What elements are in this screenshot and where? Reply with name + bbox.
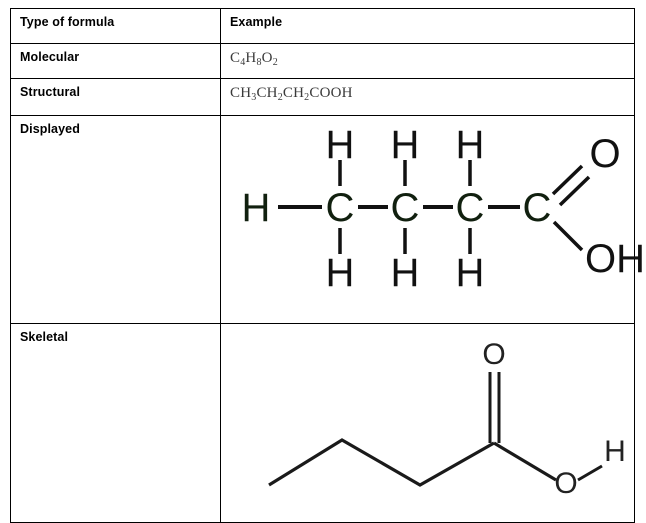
atom-h-bottom-1: H bbox=[326, 251, 355, 295]
molecular-part-h: H bbox=[245, 50, 257, 66]
cell-example-structural: CH3CH2CH2COOH bbox=[220, 78, 635, 116]
cell-example-skeletal: O O H bbox=[220, 323, 635, 523]
molecular-part-o: O bbox=[261, 50, 273, 66]
atom-c1: C bbox=[326, 186, 355, 230]
page-root: Type of formula Example Molecular C4H8O2… bbox=[10, 8, 642, 523]
skeletal-atom-o-carbonyl: O bbox=[482, 338, 505, 371]
molecular-count-h: 8 bbox=[256, 57, 262, 68]
skeletal-atom-h: H bbox=[604, 435, 626, 468]
table-row-structural: Structural CH3CH2CH2COOH bbox=[10, 78, 635, 116]
cell-example-molecular: C4H8O2 bbox=[220, 43, 635, 79]
carbonyl-bond-line-1 bbox=[551, 164, 584, 196]
skeletal-carbon-chain bbox=[268, 438, 495, 487]
cell-type-structural: Structural bbox=[10, 78, 221, 116]
header-cell-type: Type of formula bbox=[10, 8, 221, 44]
row-label-skeletal: Skeletal bbox=[20, 330, 69, 344]
structural-formula-text: CH3CH2CH2COOH bbox=[230, 85, 626, 103]
cell-type-displayed: Displayed bbox=[10, 115, 221, 324]
skeletal-formula-diagram: O O H bbox=[268, 338, 626, 500]
atom-h-top-1: H bbox=[326, 123, 355, 167]
molecular-part-c: C bbox=[230, 50, 241, 66]
molecular-count-c: 4 bbox=[240, 57, 246, 68]
cell-example-displayed: H C C C C H H H H H H O bbox=[220, 115, 642, 324]
displayed-atom-labels: H C C C C H H H H H H O bbox=[242, 123, 642, 295]
carbonyl-bond-line-2 bbox=[558, 175, 591, 207]
atom-h-left: H bbox=[242, 186, 271, 230]
row-label-structural: Structural bbox=[20, 85, 81, 99]
atom-h-bottom-2: H bbox=[391, 251, 420, 295]
structural-group-2: CH bbox=[256, 85, 278, 101]
structural-group-1: CH bbox=[230, 85, 252, 101]
atom-h-top-2: H bbox=[391, 123, 420, 167]
structural-group-4: COOH bbox=[309, 85, 353, 101]
header-label-example: Example bbox=[230, 15, 283, 29]
cell-type-skeletal: Skeletal bbox=[10, 323, 221, 523]
molecular-formula-text: C4H8O2 bbox=[230, 50, 626, 68]
formula-table: Type of formula Example Molecular C4H8O2… bbox=[10, 8, 642, 523]
atom-c4: C bbox=[523, 186, 552, 230]
group-oh: OH bbox=[585, 237, 642, 281]
atom-o-carbonyl: O bbox=[589, 132, 620, 176]
structural-count-3: 2 bbox=[304, 92, 310, 103]
skeletal-c-to-o-bond bbox=[493, 441, 557, 482]
carbonyl-double-bond bbox=[551, 164, 591, 207]
atom-h-top-3: H bbox=[456, 123, 485, 167]
table-row-molecular: Molecular C4H8O2 bbox=[10, 43, 635, 79]
row-label-displayed: Displayed bbox=[20, 122, 80, 136]
hydroxyl-single-bond bbox=[552, 220, 584, 252]
cell-type-molecular: Molecular bbox=[10, 43, 221, 79]
atom-c2: C bbox=[391, 186, 420, 230]
skeletal-atom-o-hydroxyl: O bbox=[554, 467, 577, 500]
molecular-count-o: 2 bbox=[272, 57, 278, 68]
structural-count-1: 3 bbox=[251, 92, 257, 103]
atom-c3: C bbox=[456, 186, 485, 230]
skeletal-o-to-h-bond bbox=[577, 464, 603, 482]
row-label-molecular: Molecular bbox=[20, 50, 80, 64]
skeletal-carbonyl-double-bond bbox=[488, 372, 501, 443]
atom-h-bottom-3: H bbox=[456, 251, 485, 295]
table-row-skeletal: Skeletal bbox=[10, 323, 635, 523]
displayed-hydrogen-bonds bbox=[338, 160, 472, 254]
header-cell-example: Example bbox=[220, 8, 635, 44]
table-row-displayed: Displayed bbox=[10, 115, 642, 324]
structural-count-2: 2 bbox=[277, 92, 283, 103]
header-label-type: Type of formula bbox=[20, 15, 115, 29]
displayed-formula-diagram: H C C C C H H H H H H O bbox=[242, 123, 642, 295]
structural-group-3: CH bbox=[282, 85, 305, 101]
skeletal-atom-labels: O O H bbox=[482, 338, 626, 500]
table-header-row: Type of formula Example bbox=[10, 8, 635, 44]
